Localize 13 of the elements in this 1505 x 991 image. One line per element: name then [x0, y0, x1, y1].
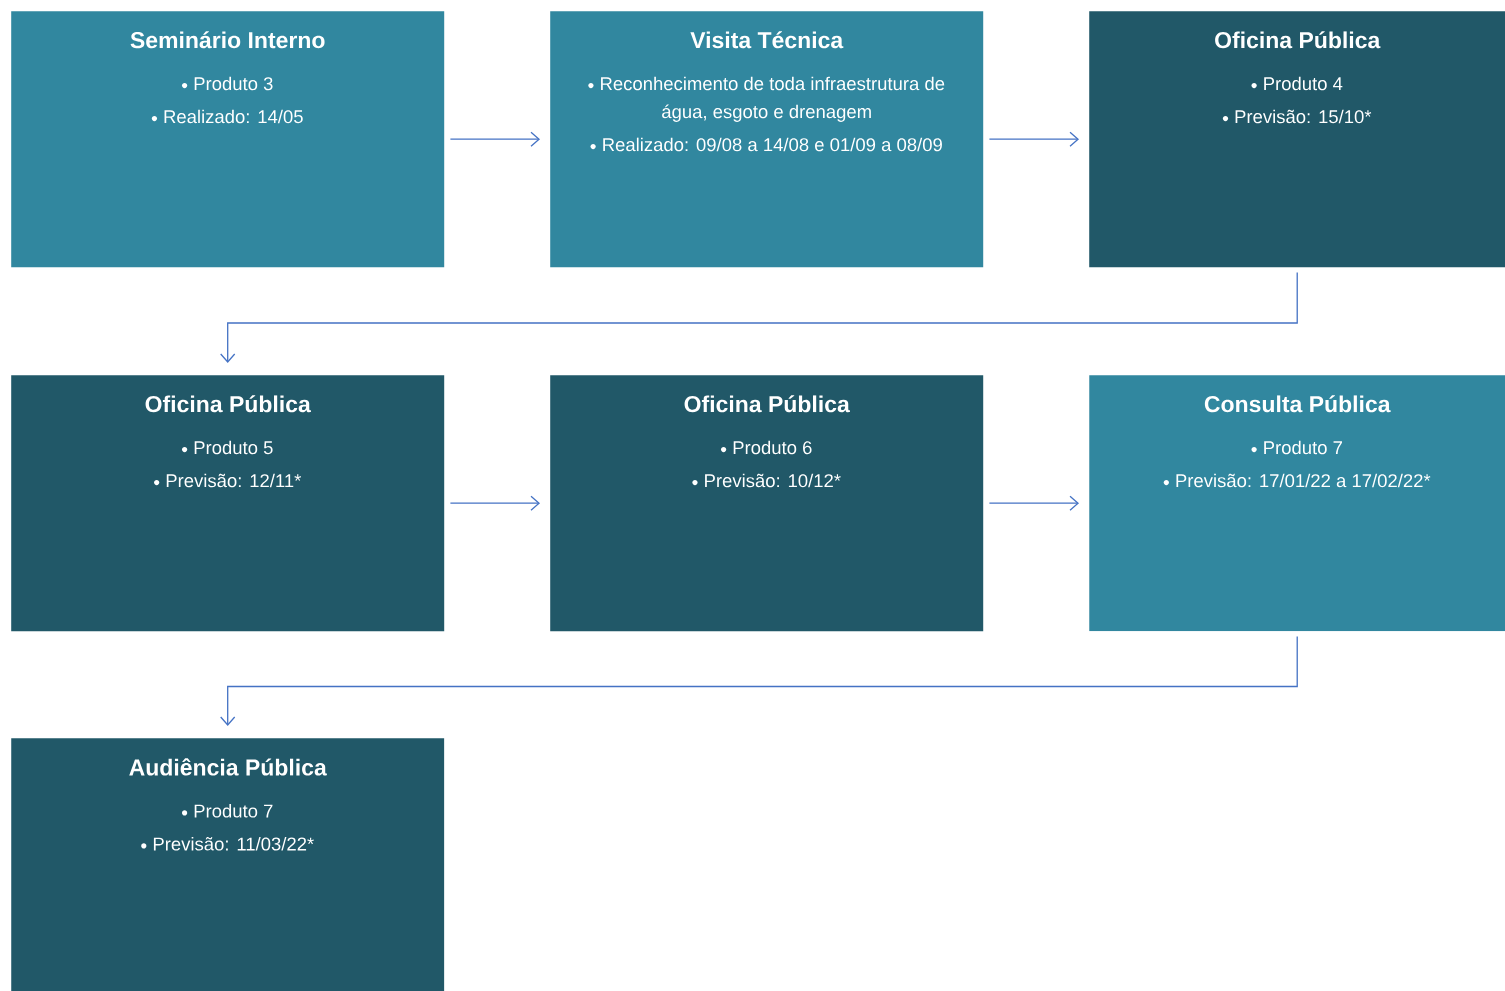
- arrow: [449, 495, 540, 511]
- arrow: [449, 131, 540, 147]
- arrow: [220, 271, 1298, 363]
- process-box: Consulta Pública Produto 7 Previsão: 17/01/22 a 17/02/22*: [1089, 375, 1505, 632]
- process-box: Visita Técnica Reconhecimento de toda infraestrutura de água, esgoto e drenagem Realizado: 09/08 a 14/08 e 01/09 a 08/09: [550, 11, 984, 268]
- process-box: Oficina Pública Produto 5 Previsão: 12/11*: [11, 375, 445, 632]
- arrow: [988, 495, 1079, 511]
- process-box: Audiência Pública Produto 7 Previsão: 11/03/22*: [11, 738, 445, 991]
- arrow: [220, 635, 1298, 726]
- process-box: Seminário Interno Produto 3 Realizado: 14/05: [11, 11, 445, 268]
- arrow: [988, 131, 1079, 147]
- process-box: Oficina Pública Produto 6 Previsão: 10/12*: [550, 375, 984, 632]
- process-box: Oficina Pública Produto 4 Previsão: 15/10*: [1089, 11, 1505, 268]
